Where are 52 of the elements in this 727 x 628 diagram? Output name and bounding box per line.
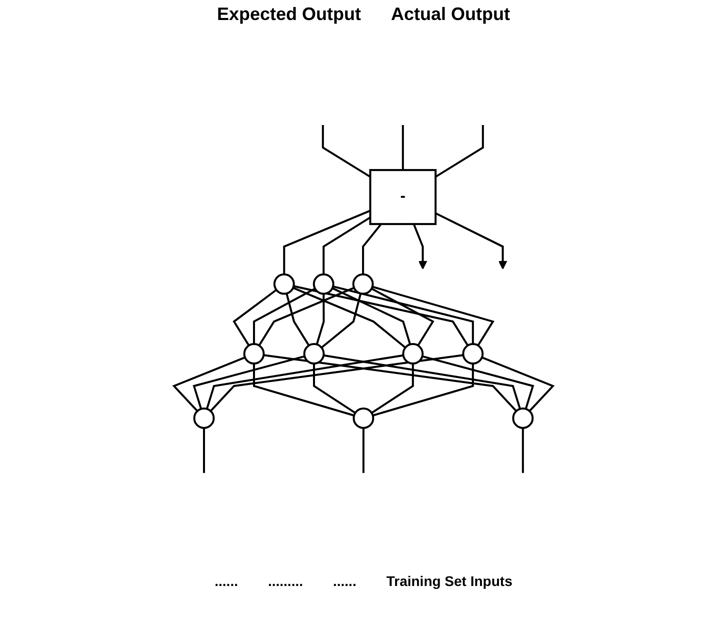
connector	[258, 286, 355, 346]
connector	[371, 364, 414, 414]
node-circle	[352, 273, 374, 295]
node-circle	[352, 408, 374, 429]
connector	[362, 428, 364, 473]
connector	[402, 125, 404, 170]
connector	[293, 285, 469, 346]
connector	[332, 287, 412, 345]
node-box: -	[369, 169, 437, 226]
connector	[253, 288, 316, 344]
connector	[332, 285, 474, 344]
connector	[422, 355, 534, 410]
node-circle	[193, 408, 215, 429]
connector	[264, 354, 518, 412]
connector	[371, 288, 434, 346]
node-circle	[273, 273, 295, 295]
arrow	[412, 224, 428, 270]
connector	[316, 294, 325, 345]
ellipsis-dots: .........	[268, 573, 303, 589]
caption-text: Actual Output	[391, 4, 510, 25]
arrow	[435, 212, 508, 270]
connector	[322, 125, 371, 178]
connector	[322, 216, 371, 274]
connector	[172, 356, 246, 412]
ellipsis-dots: ......	[333, 573, 356, 589]
connector	[482, 356, 555, 412]
ellipsis-dots: ......	[214, 573, 238, 589]
connector	[232, 289, 277, 346]
connector	[192, 355, 305, 410]
connector	[313, 364, 356, 414]
node-circle	[512, 408, 534, 429]
connector	[372, 364, 474, 416]
node-circle	[462, 343, 484, 364]
connector	[435, 125, 484, 178]
connector	[286, 293, 310, 346]
node-circle	[303, 343, 325, 364]
connector	[320, 293, 362, 348]
connector	[203, 428, 206, 473]
connector	[372, 286, 494, 346]
caption-text: Training Set Inputs	[386, 573, 512, 589]
connector	[324, 354, 522, 410]
connector	[292, 286, 406, 348]
node-circle	[402, 343, 424, 364]
connector	[522, 428, 524, 473]
node-circle	[312, 273, 334, 295]
caption-text: Expected Output	[216, 4, 361, 25]
node-circle	[243, 343, 265, 364]
connector	[362, 223, 382, 274]
connector	[283, 210, 371, 274]
connector	[210, 354, 464, 412]
connector	[206, 354, 404, 410]
connector	[253, 364, 354, 416]
